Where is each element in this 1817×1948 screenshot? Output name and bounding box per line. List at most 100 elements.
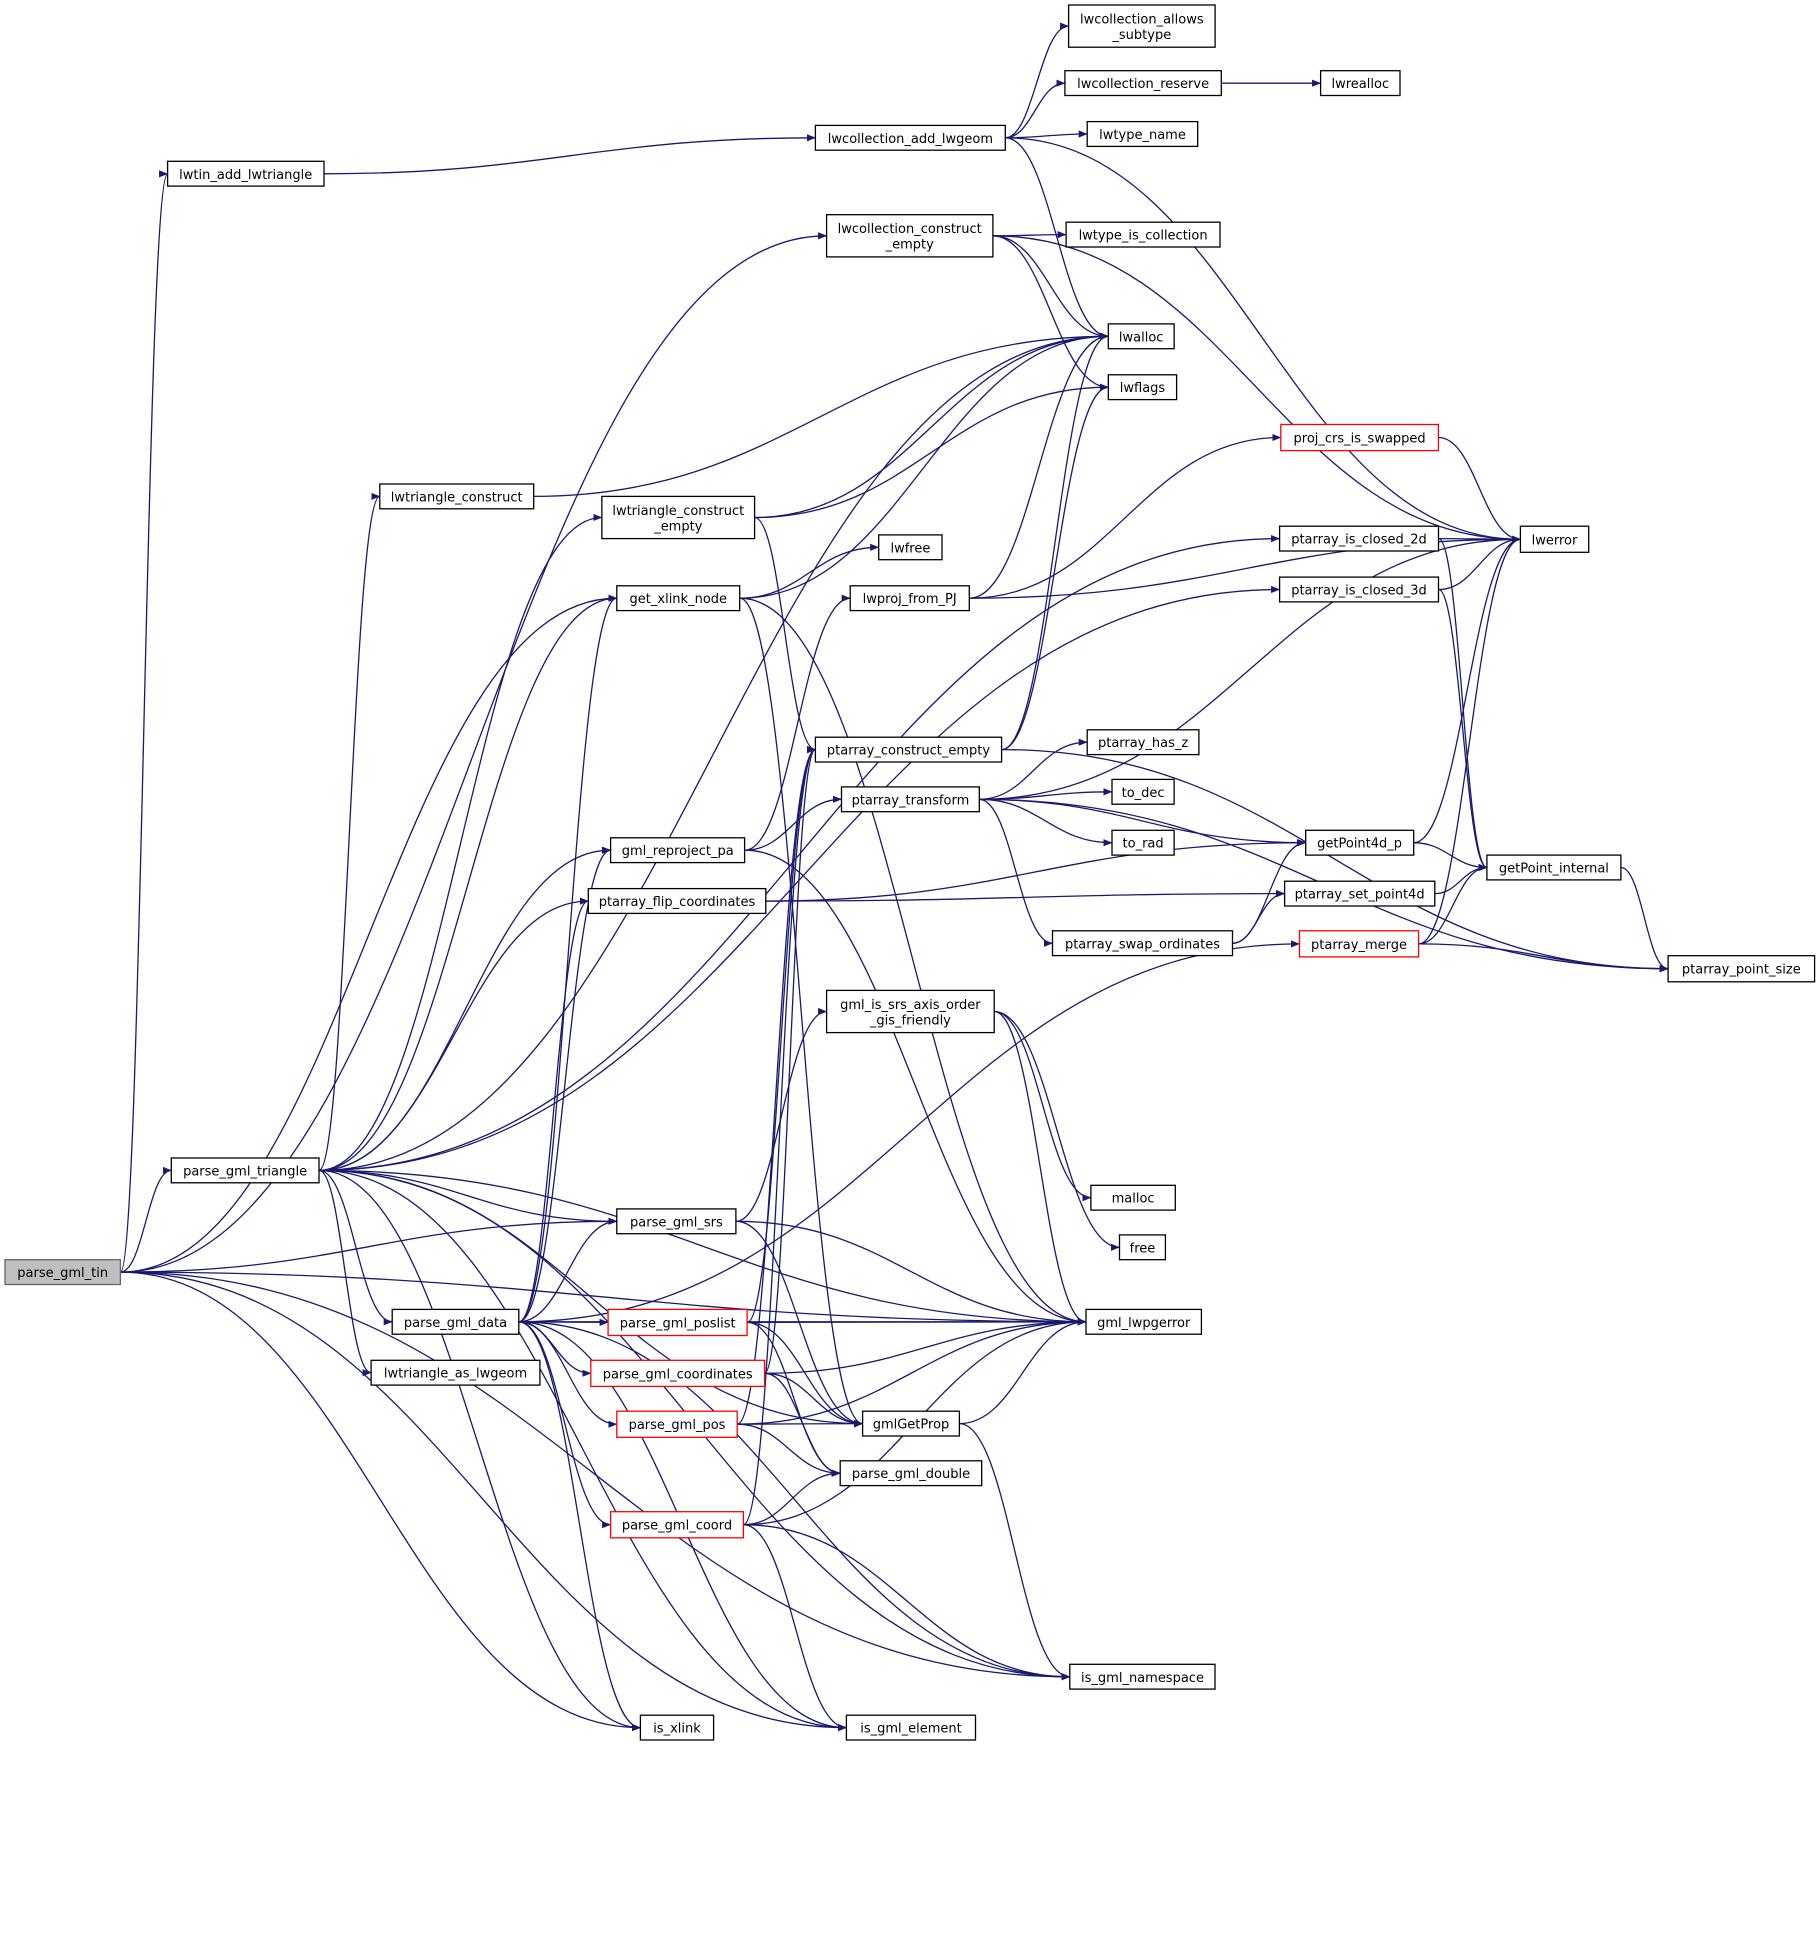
node-malloc[interactable]: malloc [1090,1184,1176,1211]
node-box [861,1410,961,1437]
node-gml_is_srs_axis_order_gis_friendly[interactable]: gml_is_srs_axis_order_gis_friendly [825,989,995,1034]
node-lwfree[interactable]: lwfree [878,534,943,561]
node-get_xlink_node[interactable]: get_xlink_node [616,585,741,612]
node-lwerror[interactable]: lwerror [1519,525,1590,553]
node-parse_gml_coordinates[interactable]: parse_gml_coordinates [590,1359,766,1388]
edge-parse_gml_triangle-to-lwalloc [318,332,1109,1172]
node-box [849,585,970,612]
node-label: lwalloc [1119,330,1164,345]
node-getPoint_internal[interactable]: getPoint_internal [1486,854,1622,881]
node-lwtriangle_as_lwgeom[interactable]: lwtriangle_as_lwgeom [370,1359,541,1386]
edge-parse_gml_poslist-to-parse_gml_double [747,1321,841,1477]
node-box [609,1511,745,1539]
node-gmlGetProp[interactable]: gmlGetProp [861,1410,961,1437]
edge-parse_gml_tin-to-is_xlink [120,1271,641,1732]
edge-parse_gml_tin-to-is_gml_element [120,1271,847,1732]
node-parse_gml_coord[interactable]: parse_gml_coord [609,1511,745,1539]
node-to_dec[interactable]: to_dec [1111,778,1175,805]
node-parse_gml_tin[interactable]: parse_gml_tin [4,1259,122,1286]
node-box [170,1157,320,1184]
node-box [616,1208,737,1235]
node-box [1278,576,1440,603]
node-ptarray_has_z[interactable]: ptarray_has_z [1086,729,1200,756]
edge-ptarray_merge-to-ptarray_point_size [1418,943,1669,973]
edge-parse_gml_triangle-to-lwtriangle_construct [318,493,381,1172]
edge-parse_gml_triangle-to-lwtriangle_construct_empty [318,513,603,1172]
edge-lwcollection_add_lwgeom-to-lwcollection_allows_subtype [1005,22,1070,139]
node-parse_gml_srs[interactable]: parse_gml_srs [616,1208,737,1235]
node-lwcollection_allows_subtype[interactable]: lwcollection_allows_subtype [1067,4,1216,48]
node-free[interactable]: free [1118,1234,1167,1261]
node-label: ptarray_is_closed_3d [1291,584,1427,599]
node-ptarray_transform[interactable]: ptarray_transform [840,786,980,813]
edge-get_xlink_node-to-lwfree [739,543,880,599]
node-box [840,786,980,813]
edge-ptarray_is_closed_2d-to-getPoint_internal [1437,537,1488,871]
node-is_xlink[interactable]: is_xlink [639,1714,715,1741]
node-gml_lwpgerror[interactable]: gml_lwpgerror [1085,1308,1203,1335]
node-lwrealloc[interactable]: lwrealloc [1319,70,1401,97]
edge-lwtriangle_construct_empty-to-lwalloc [754,332,1109,519]
node-ptarray_construct_empty[interactable]: ptarray_construct_empty [814,736,1003,763]
edge-parse_gml_coord-to-ptarray_construct_empty [742,746,816,1526]
node-label: lwflags [1120,381,1166,396]
node-ptarray_set_point4d[interactable]: ptarray_set_point4d [1283,880,1436,907]
node-box [825,214,994,258]
edge-ptarray_construct_empty-to-ptarray_point_size [1001,748,1669,973]
node-ptarray_is_closed_2d[interactable]: ptarray_is_closed_2d [1278,525,1440,552]
node-parse_gml_data[interactable]: parse_gml_data [391,1308,520,1335]
edge-lwtriangle_construct_empty-to-ptarray_construct_empty [754,516,816,754]
edge-ptarray_merge-to-lwerror [1418,535,1521,945]
node-label: to_dec [1122,786,1165,801]
node-ptarray_is_closed_3d[interactable]: ptarray_is_closed_3d [1278,576,1440,603]
node-parse_gml_double[interactable]: parse_gml_double [839,1460,983,1487]
node-lwcollection_construct_empty[interactable]: lwcollection_construct_empty [825,214,994,258]
node-lwtriangle_construct[interactable]: lwtriangle_construct [379,483,535,510]
node-box [1086,729,1200,756]
edge-parse_gml_triangle-to-ptarray_flip_coordinates [318,897,589,1172]
node-lwcollection_add_lwgeom[interactable]: lwcollection_add_lwgeom [814,124,1006,151]
node-getPoint4d_p[interactable]: getPoint4d_p [1305,829,1415,856]
node-label: lwcollection_add_lwgeom [828,132,993,147]
edge-parse_gml_triangle-to-parse_gml_srs [318,1169,618,1225]
node-parse_gml_pos[interactable]: parse_gml_pos [616,1410,738,1438]
node-box [1111,778,1175,805]
node-lwcollection_reserve[interactable]: lwcollection_reserve [1064,70,1222,97]
node-is_gml_element[interactable]: is_gml_element [845,1714,977,1741]
node-lwtype_name[interactable]: lwtype_name [1086,120,1199,148]
edge-proj_crs_is_swapped-to-lwerror [1438,436,1521,543]
node-box [1111,829,1175,856]
node-label: proj_crs_is_swapped [1294,432,1426,447]
node-is_gml_namespace[interactable]: is_gml_namespace [1069,1663,1216,1690]
edge-lwcollection_construct_empty-to-lwalloc [992,235,1109,340]
node-parse_gml_triangle[interactable]: parse_gml_triangle [170,1157,320,1184]
node-parse_gml_poslist[interactable]: parse_gml_poslist [607,1308,748,1337]
node-box [1051,930,1234,957]
edge-get_xlink_node-to-lwalloc [739,332,1109,599]
node-ptarray_flip_coordinates[interactable]: ptarray_flip_coordinates [587,887,767,915]
node-lwtype_is_collection[interactable]: lwtype_is_collection [1065,221,1221,248]
node-lwproj_from_PJ[interactable]: lwproj_from_PJ [849,585,970,612]
edge-getPoint4d_p-to-lwerror [1413,535,1521,844]
node-proj_crs_is_swapped[interactable]: proj_crs_is_swapped [1280,423,1440,452]
node-ptarray_merge[interactable]: ptarray_merge [1298,930,1420,958]
node-box [391,1308,520,1335]
node-lwflags[interactable]: lwflags [1107,374,1178,401]
edge-parse_gml_tin-to-get_xlink_node [120,594,618,1273]
edge-parse_gml_coordinates-to-ptarray_construct_empty [763,746,816,1374]
node-lwtriangle_construct_empty[interactable]: lwtriangle_construct_empty [601,495,756,540]
edge-lwtin_add_lwtriangle-to-lwcollection_add_lwgeom [323,134,816,175]
node-label: parse_gml_coord [622,1519,732,1534]
node-label: lwproj_from_PJ [863,592,957,607]
node-to_rad[interactable]: to_rad [1111,829,1175,856]
node-ptarray_swap_ordinates[interactable]: ptarray_swap_ordinates [1051,930,1234,957]
node-label: parse_gml_double [852,1467,970,1482]
node-ptarray_point_size[interactable]: ptarray_point_size [1667,955,1816,983]
node-box [4,1259,122,1286]
node-lwtin_add_lwtriangle[interactable]: lwtin_add_lwtriangle [166,160,325,187]
node-gml_reproject_pa[interactable]: gml_reproject_pa [609,837,746,864]
edge-ptarray_merge-to-getPoint_internal [1418,863,1488,945]
node-lwalloc[interactable]: lwalloc [1107,323,1175,350]
node-box [845,1714,977,1741]
